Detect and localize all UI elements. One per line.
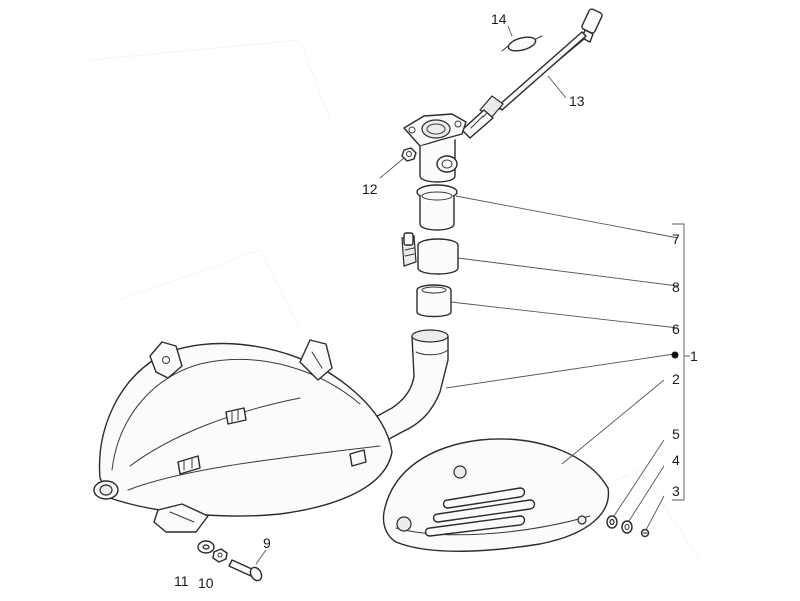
callout-6: 6 <box>672 321 680 337</box>
callout-1: 1 <box>690 348 698 364</box>
assembly-dot <box>671 351 679 359</box>
callout-13: 13 <box>569 93 585 109</box>
part-12-nut <box>401 147 417 162</box>
part-2-heat-shield <box>382 438 610 552</box>
part-13-lambda-sensor <box>461 8 603 139</box>
callout-8: 8 <box>672 279 680 295</box>
callout-11: 11 <box>174 573 189 589</box>
part-1-muffler <box>93 329 449 533</box>
callout-12: 12 <box>362 181 378 197</box>
part-6-sleeve <box>416 284 452 318</box>
callout-5: 5 <box>672 426 680 442</box>
part-8-clamp <box>401 232 459 275</box>
part-10-nut <box>212 548 228 563</box>
callout-9: 9 <box>263 535 271 551</box>
part-11-washer <box>197 540 215 554</box>
callout-14: 14 <box>491 11 507 27</box>
part-3-screw <box>640 528 650 538</box>
callout-labels: 14 13 12 7 8 6 1 2 5 4 3 9 11 10 <box>174 11 698 591</box>
callout-10: 10 <box>198 575 214 591</box>
part-7-gasket <box>416 184 458 231</box>
part-5-washer <box>606 515 618 529</box>
callout-2: 2 <box>672 371 680 387</box>
manifold-flange <box>403 113 467 183</box>
callout-3: 3 <box>672 483 680 499</box>
part-9-bolt <box>228 559 263 582</box>
leader-lines <box>255 25 690 565</box>
callout-7: 7 <box>672 231 680 247</box>
part-4-spacer <box>621 520 633 534</box>
part-14-clip <box>501 35 543 52</box>
callout-4: 4 <box>672 452 680 468</box>
